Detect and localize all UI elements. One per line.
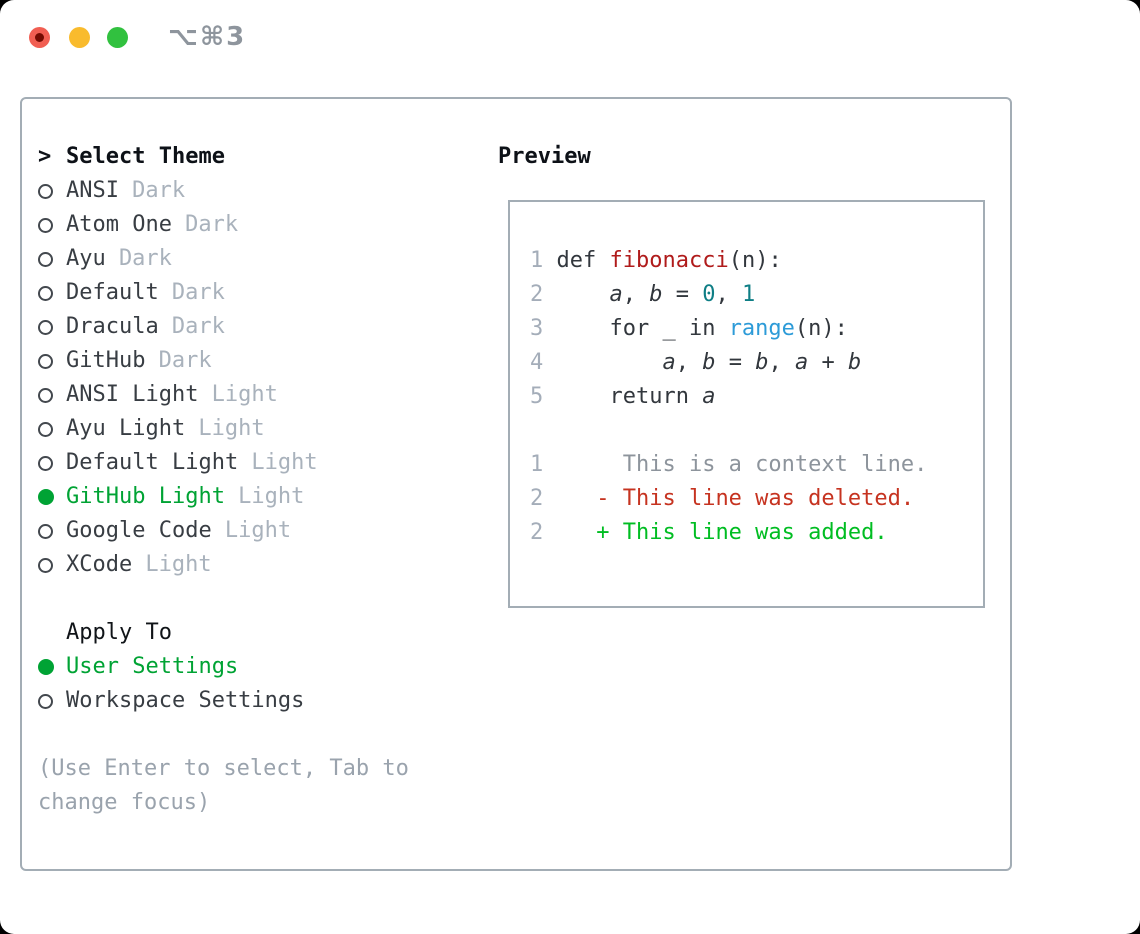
radio-icon bbox=[38, 217, 53, 233]
theme-item[interactable]: Dracula Dark bbox=[38, 310, 478, 344]
keyboard-hint: (Use Enter to select, Tab to change focu… bbox=[38, 756, 409, 815]
radio-icon bbox=[38, 183, 53, 199]
code-line: 3 for _ in range(n): bbox=[530, 316, 848, 341]
code-line: 2 - This line was deleted. bbox=[530, 486, 915, 511]
theme-item[interactable]: ANSI Dark bbox=[38, 174, 478, 208]
apply-to-option[interactable]: User Settings bbox=[38, 650, 478, 684]
keyboard-shortcut-label: ⌥⌘3 bbox=[168, 22, 247, 52]
spacer bbox=[38, 582, 478, 616]
code-line bbox=[530, 414, 983, 448]
close-button[interactable] bbox=[29, 27, 50, 48]
code-line: 1 This is a context line. bbox=[530, 452, 928, 477]
code-line: 4 a, b = b, a + b bbox=[530, 350, 862, 375]
theme-item[interactable]: Default Dark bbox=[38, 276, 478, 310]
zoom-button[interactable] bbox=[107, 27, 128, 48]
apply-to-list: User Settings Workspace Settings bbox=[38, 650, 478, 718]
radio-icon bbox=[38, 319, 53, 335]
radio-icon bbox=[38, 455, 53, 471]
theme-item[interactable]: Ayu Dark bbox=[38, 242, 478, 276]
unsaved-indicator-dot bbox=[35, 33, 44, 42]
theme-item[interactable]: Google Code Light bbox=[38, 514, 478, 548]
radio-icon bbox=[38, 421, 53, 437]
code-line: 1 def fibonacci(n): bbox=[530, 248, 782, 273]
radio-icon bbox=[38, 353, 53, 369]
theme-picker-panel: > Select Theme ANSI Dark Atom One Dark A… bbox=[20, 97, 1012, 871]
radio-icon bbox=[38, 489, 54, 505]
radio-icon bbox=[38, 557, 53, 573]
theme-item[interactable]: GitHub Dark bbox=[38, 344, 478, 378]
code-line: 2 + This line was added. bbox=[530, 520, 888, 545]
select-theme-header: > Select Theme bbox=[38, 140, 478, 174]
radio-icon bbox=[38, 693, 53, 709]
apply-to-header: Apply To bbox=[38, 616, 478, 650]
preview-title: Preview bbox=[498, 144, 591, 169]
radio-icon bbox=[38, 523, 53, 539]
theme-item[interactable]: GitHub Light Light bbox=[38, 480, 478, 514]
theme-item[interactable]: Default Light Light bbox=[38, 446, 478, 480]
radio-icon bbox=[38, 387, 53, 403]
code-line: 5 return a bbox=[530, 384, 716, 409]
select-theme-title: Select Theme bbox=[66, 144, 225, 169]
theme-item[interactable]: ANSI Light Light bbox=[38, 378, 478, 412]
radio-icon bbox=[38, 285, 53, 301]
apply-to-title: Apply To bbox=[66, 620, 172, 645]
theme-item[interactable]: XCode Light bbox=[38, 548, 478, 582]
radio-icon bbox=[38, 659, 54, 675]
theme-column: > Select Theme ANSI Dark Atom One Dark A… bbox=[38, 140, 478, 820]
focus-caret: > bbox=[38, 144, 52, 169]
theme-item[interactable]: Ayu Light Light bbox=[38, 412, 478, 446]
titlebar: ⌥⌘3 bbox=[0, 0, 1140, 75]
code-line: 2 a, b = 0, 1 bbox=[530, 282, 756, 307]
radio-icon bbox=[38, 251, 53, 267]
theme-list: ANSI Dark Atom One Dark Ayu Dark Default… bbox=[38, 174, 478, 582]
apply-to-option[interactable]: Workspace Settings bbox=[38, 684, 478, 718]
preview-box: 1 def fibonacci(n): 2 a, b = 0, 1 3 for _ … bbox=[508, 200, 985, 608]
minimize-button[interactable] bbox=[69, 27, 90, 48]
theme-item[interactable]: Atom One Dark bbox=[38, 208, 478, 242]
